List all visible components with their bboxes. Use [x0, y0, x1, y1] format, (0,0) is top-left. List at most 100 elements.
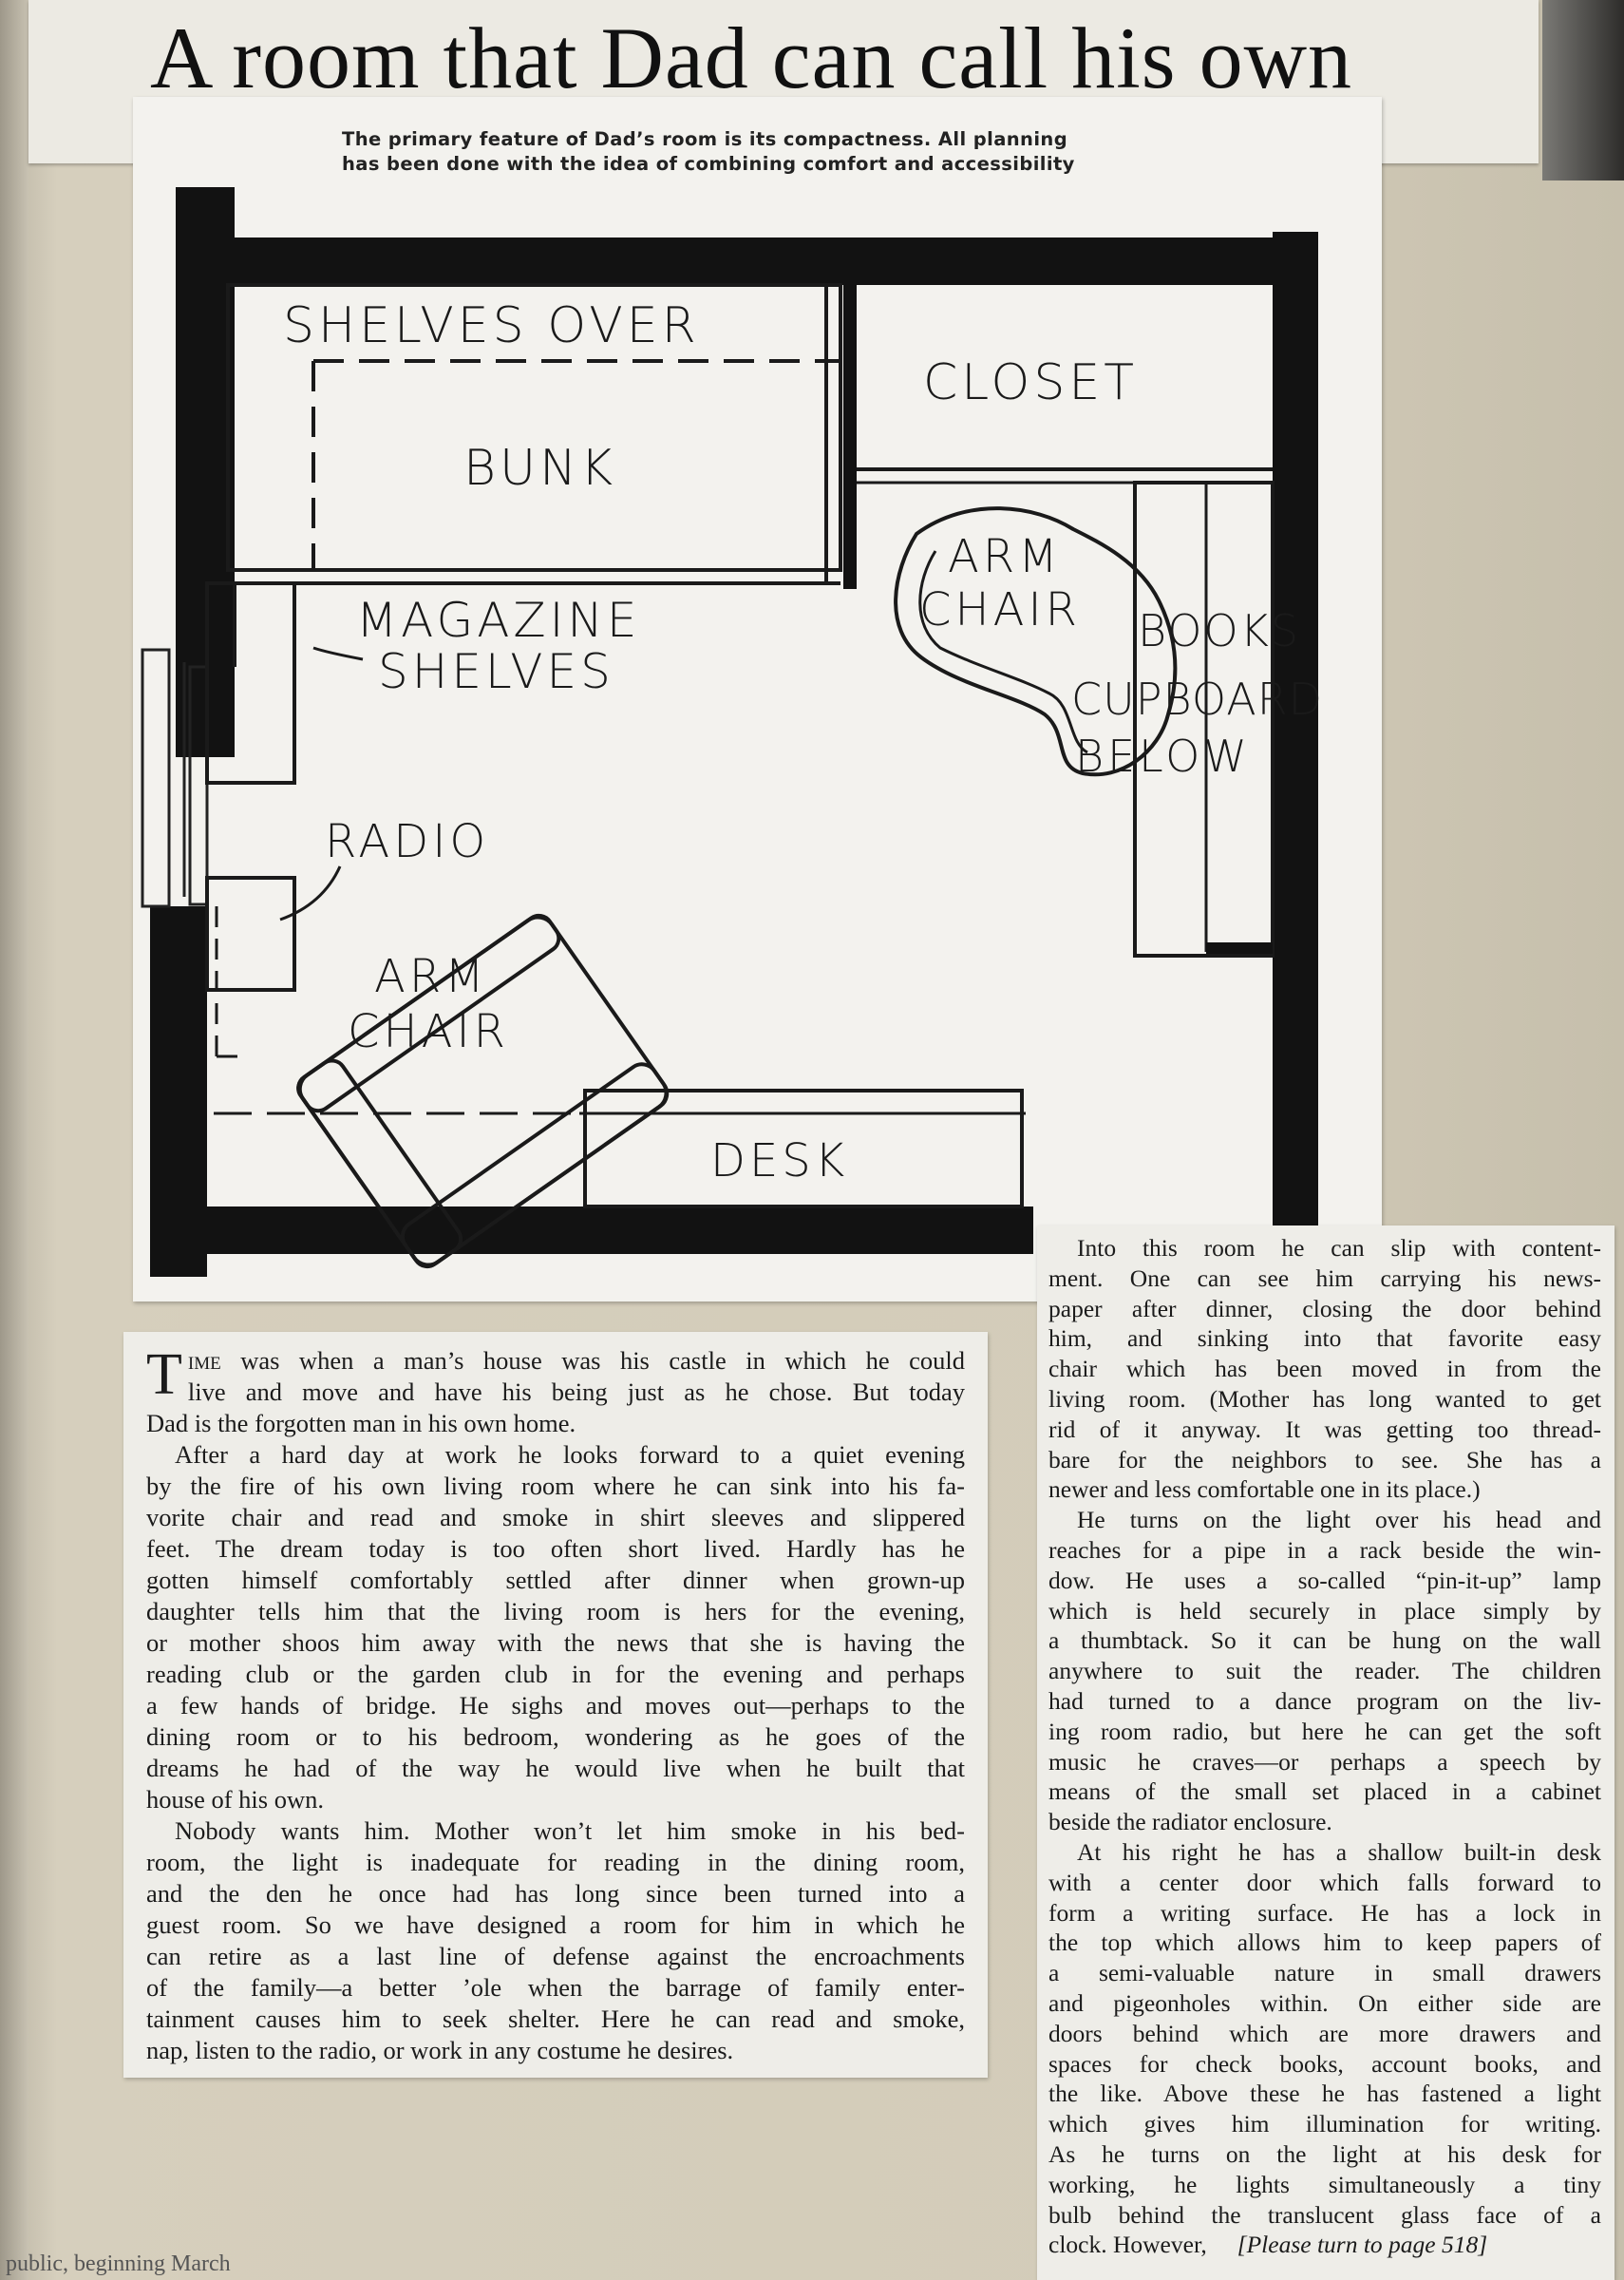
text-line: At his right he has a shallow built-in d…	[1077, 1837, 1601, 1866]
paragraph-2: After a hard day at work he looks forwar…	[146, 1439, 965, 1815]
radio-cabinet	[205, 876, 296, 992]
desk-outline	[583, 1089, 1024, 1208]
text-line: Nobody wants him. Mother won’t let him s…	[175, 1816, 965, 1845]
continued-note: [Please turn to page 518]	[1237, 2231, 1488, 2259]
label-arm-chair-1: ARM	[948, 530, 1062, 583]
plan-caption: The primary feature of Dad’s room is its…	[342, 127, 1178, 177]
text-line: a thumbtack. So it can be hung on the wa…	[1048, 1626, 1601, 1655]
label-books: BOOKS	[1138, 605, 1300, 656]
text-line: dining room or to his bedroom, wondering…	[146, 1722, 965, 1751]
binding-strip	[1542, 0, 1624, 180]
text-line: clock. However,	[1048, 2231, 1207, 2259]
wall-top	[176, 238, 1296, 285]
last-line: clock. However, [Please turn to page 518…	[1048, 2230, 1601, 2260]
wall-right	[1273, 232, 1318, 1254]
text-line: working, he lights simultaneously a tiny	[1048, 2170, 1601, 2198]
text-line: gotten himself comfortably settled after…	[146, 1566, 965, 1594]
article-title: A room that Dad can call his own	[150, 10, 1353, 106]
article-right-column: Into this room he can slip with content-…	[1037, 1226, 1615, 2280]
arm-chair-rotated	[296, 913, 670, 1269]
text-line: had turned to a dance program on the liv…	[1048, 1686, 1601, 1715]
text-line: As he turns on the light at his desk for	[1048, 2139, 1601, 2168]
text-line: means of the small set placed in a cabin…	[1048, 1777, 1601, 1806]
arm-chair-blob-inner	[918, 550, 1088, 754]
text-line: which is held securely in place simply b…	[1048, 1596, 1601, 1624]
text-line: a semi-valuable nature in small drawers	[1048, 1959, 1601, 1987]
text-line: After a hard day at work he looks forwar…	[175, 1440, 965, 1469]
text-line: and pigeonholes within. On either side a…	[1048, 1988, 1601, 2017]
label-closet: CLOSET	[923, 354, 1138, 411]
text-line: living room. (Mother has long wanted to …	[1048, 1384, 1601, 1413]
paragraph-3: Nobody wants him. Mother won’t let him s…	[146, 1815, 965, 2066]
label-arm-chair-2: ARM	[374, 950, 488, 1003]
text-line: ing room radio, but here he can get the …	[1048, 1717, 1601, 1745]
text-line: bare for the neighbors to see. She has a	[1048, 1445, 1601, 1473]
text-line: with a center door which falls forward t…	[1048, 1868, 1601, 1896]
bunk-outline	[226, 283, 842, 572]
bottom-fragment: public, beginning March	[6, 2252, 231, 2276]
text-line: or mother shoos him away with the news t…	[146, 1628, 965, 1657]
label-below: BELOW	[1075, 731, 1251, 782]
text-line: by the fire of his own living room where…	[146, 1472, 965, 1500]
plan-caption-line: The primary feature of Dad’s room is its…	[342, 128, 1068, 150]
text-line: feet. The dream today is too often short…	[146, 1534, 965, 1563]
floor-plan-clipping: The primary feature of Dad’s room is its…	[133, 97, 1382, 1302]
text-line: dreams he had of the way he would live w…	[146, 1754, 965, 1782]
text-line: nap, listen to the radio, or work in any…	[146, 2036, 734, 2064]
bookcase	[1133, 481, 1275, 958]
radio-arrow	[279, 865, 342, 922]
closet-wall	[843, 285, 857, 589]
text-line: reaches for a pipe in a rack beside the …	[1048, 1535, 1601, 1564]
label-magazine: MAGAZINE	[356, 593, 640, 648]
text-line: and the den he once had has long since b…	[146, 1879, 965, 1908]
text-line: live and move and have his being just as…	[187, 1378, 965, 1406]
wall-bottom	[150, 1206, 1033, 1254]
text-line: form a writing surface. He has a lock in	[1048, 1898, 1601, 1927]
magazine-arrow	[312, 646, 364, 661]
text-line: chair which has been moved in from the	[1048, 1355, 1601, 1383]
label-radio: RADIO	[325, 815, 489, 868]
text-line: paper after dinner, closing the door beh…	[1048, 1294, 1601, 1322]
text-line: which gives him illumination for writing…	[1048, 2110, 1601, 2138]
label-arm-chair-1b: CHAIR	[919, 583, 1081, 636]
text-line: rid of it anyway. It was getting too thr…	[1048, 1415, 1601, 1443]
text-line: Dad is the forgotten man in his own home…	[146, 1409, 576, 1437]
window-frame	[141, 648, 171, 908]
text-line: spaces for check books, account books, a…	[1048, 2049, 1601, 2078]
magazine-shelf-unit	[205, 581, 296, 785]
text-line: bulb behind the translucent glass face o…	[1048, 2200, 1601, 2229]
text-line: ment. One can see him carrying his news-	[1048, 1264, 1601, 1292]
text-line: room, the light is inadequate for readin…	[146, 1848, 965, 1876]
smallcaps-word: ime	[187, 1346, 221, 1375]
text-line: the top which allows him to keep papers …	[1048, 1928, 1601, 1957]
label-desk: DESK	[710, 1134, 848, 1188]
text-line: daughter tells him that the living room …	[146, 1597, 965, 1625]
paragraph-4: Into this room he can slip with content-…	[1048, 1233, 1601, 1505]
text-line: house of his own.	[146, 1785, 324, 1814]
label-shelves: SHELVES	[378, 644, 614, 699]
text-line: reading club or the garden club in for t…	[146, 1660, 965, 1688]
label-arm-chair-2b: CHAIR	[348, 1005, 509, 1058]
text-line: beside the radiator enclosure.	[1048, 1808, 1332, 1836]
text-line: him, and sinking into that favorite easy	[1048, 1324, 1601, 1353]
text-line: of the family—a better ’ole when the bar…	[146, 1973, 965, 2002]
text-line: tainment causes him to seek shelter. Her…	[146, 2004, 965, 2033]
text-line: He turns on the light over his head and	[1077, 1506, 1601, 1534]
text-line: guest room. So we have designed a room f…	[146, 1910, 965, 1939]
text-line: dow. He uses a so-called “pin-it-up” lam…	[1048, 1566, 1601, 1594]
text-line: Into this room he can slip with content-	[1077, 1234, 1601, 1262]
window-sill	[188, 665, 209, 906]
text-line: was when a man’s house was his castle in…	[220, 1346, 965, 1375]
paragraph-6: At his right he has a shallow built-in d…	[1048, 1837, 1601, 2260]
label-bunk: BUNK	[463, 440, 616, 497]
paragraph-5: He turns on the light over his head and …	[1048, 1505, 1601, 1837]
text-line: newer and less comfortable one in its pl…	[1048, 1475, 1481, 1504]
article-left-column: T ime was when a man’s house was his cas…	[123, 1332, 988, 2078]
drop-cap: T	[146, 1342, 182, 1407]
plan-caption-line: has been done with the idea of combining…	[342, 153, 1075, 175]
text-line: can retire as a last line of defense aga…	[146, 1942, 965, 1970]
text-line: a few hands of bridge. He sighs and move…	[146, 1691, 965, 1720]
paragraph-intro: T ime was when a man’s house was his cas…	[146, 1345, 965, 1439]
label-shelves-over: SHELVES OVER	[283, 297, 700, 354]
page-edge	[0, 0, 28, 2280]
